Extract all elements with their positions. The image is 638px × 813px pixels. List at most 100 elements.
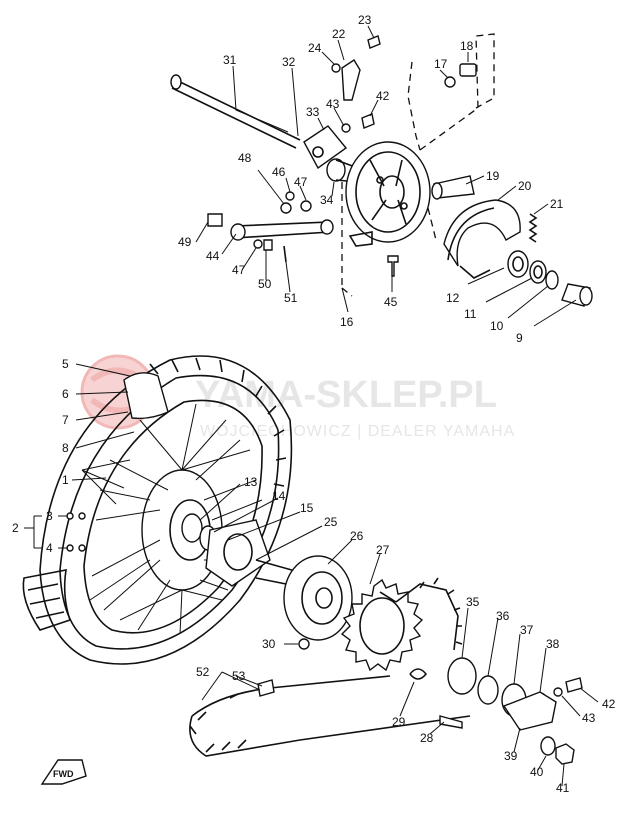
bearing-36	[477, 675, 499, 705]
label-52: 52	[196, 665, 210, 679]
decal-18	[459, 63, 477, 77]
label-14: 14	[272, 489, 286, 503]
indicator-22	[341, 59, 361, 101]
label-39: 39	[504, 749, 518, 763]
forward-arrow: FWD	[40, 759, 87, 785]
label-28: 28	[420, 731, 434, 745]
label-50: 50	[258, 277, 272, 291]
rear-axle	[170, 74, 301, 149]
sprocket	[340, 578, 424, 672]
label-48: 48	[238, 151, 252, 165]
label-38: 38	[546, 637, 560, 651]
lock-washer-29	[409, 668, 428, 680]
bolt-42-lower	[565, 677, 583, 693]
nut-43-lower	[553, 687, 563, 697]
brake-spring	[528, 213, 538, 243]
label-13: 13	[244, 475, 258, 489]
label-22: 22	[332, 27, 346, 41]
forward-arrow-label: FWD	[53, 769, 74, 779]
nut-48	[280, 202, 292, 214]
label-8: 8	[62, 441, 69, 455]
bolt-50	[263, 239, 273, 251]
nut-24	[331, 63, 341, 73]
label-25: 25	[324, 515, 338, 529]
watermark-subtitle: WOJCIECHOWICZ | DEALER YAMAHA	[200, 423, 515, 440]
label-47: 47	[294, 175, 308, 189]
tension-bar	[230, 219, 334, 241]
label-42: 42	[376, 89, 390, 103]
label-19: 19	[486, 169, 500, 183]
label-3: 3	[46, 509, 53, 523]
label-26: 26	[350, 529, 364, 543]
label-43-lower: 43	[582, 711, 596, 725]
brake-shoe-plate	[345, 141, 431, 247]
label-41: 41	[556, 781, 570, 795]
chain-joint	[257, 679, 275, 697]
label-17: 17	[434, 57, 448, 71]
label-53: 53	[232, 669, 246, 683]
label-30: 30	[262, 637, 276, 651]
bearing-12	[507, 250, 529, 278]
nut-30	[298, 638, 310, 650]
label-21: 21	[550, 197, 564, 211]
label-51: 51	[284, 291, 298, 305]
label-9: 9	[516, 331, 523, 345]
label-33: 33	[306, 105, 320, 119]
brake-plate-outline	[341, 33, 495, 297]
label-43: 43	[326, 97, 340, 111]
label-45: 45	[384, 295, 398, 309]
label-34: 34	[320, 193, 334, 207]
nut-17	[444, 76, 456, 88]
bolt-42-top	[361, 113, 375, 129]
label-16: 16	[340, 315, 354, 329]
label-31: 31	[223, 53, 237, 67]
label-4: 4	[46, 541, 53, 555]
clutch-hub	[283, 555, 353, 641]
pin-51	[283, 245, 287, 263]
seal-11	[529, 260, 547, 284]
spacer-9	[561, 283, 593, 307]
oil-seal-35	[447, 657, 477, 695]
label-6: 6	[62, 387, 69, 401]
label-15: 15	[300, 501, 314, 515]
label-40: 40	[530, 765, 544, 779]
label-7: 7	[62, 413, 69, 427]
chain-puller	[502, 691, 557, 731]
washer-40	[540, 736, 556, 756]
bolt-23	[367, 35, 381, 49]
leader-lines	[24, 25, 599, 787]
label-47-lower: 47	[232, 263, 246, 277]
cam-lever	[303, 125, 348, 170]
watermark-title: YAMA-SKLEP.PL	[195, 374, 497, 416]
label-23: 23	[358, 13, 372, 27]
axle-nut-41	[555, 743, 575, 765]
label-20: 20	[518, 179, 532, 193]
label-1: 1	[62, 473, 69, 487]
brake-shaft	[431, 175, 475, 200]
label-5: 5	[62, 357, 69, 371]
label-27: 27	[376, 543, 390, 557]
bolt-49	[207, 213, 223, 227]
washer-47b	[253, 239, 263, 249]
label-10: 10	[490, 319, 504, 333]
damper	[205, 519, 307, 589]
label-12: 12	[446, 291, 460, 305]
brake-shoe	[443, 199, 521, 279]
label-49: 49	[178, 235, 192, 249]
label-36: 36	[496, 609, 510, 623]
label-42-lower: 42	[602, 697, 616, 711]
label-11: 11	[464, 307, 477, 321]
collar-10	[545, 270, 559, 290]
nut-47	[300, 200, 312, 212]
bolt-45	[387, 255, 399, 277]
washer-46	[285, 191, 295, 201]
label-29: 29	[392, 715, 406, 729]
label-2: 2	[12, 521, 19, 535]
label-37: 37	[520, 623, 534, 637]
label-35: 35	[466, 595, 480, 609]
part-labels: 31 32 33 22 23 24 17 18 43 42 19 20 21 3…	[12, 13, 616, 795]
label-46: 46	[272, 165, 286, 179]
label-32: 32	[282, 55, 296, 69]
rim-band	[123, 372, 169, 420]
